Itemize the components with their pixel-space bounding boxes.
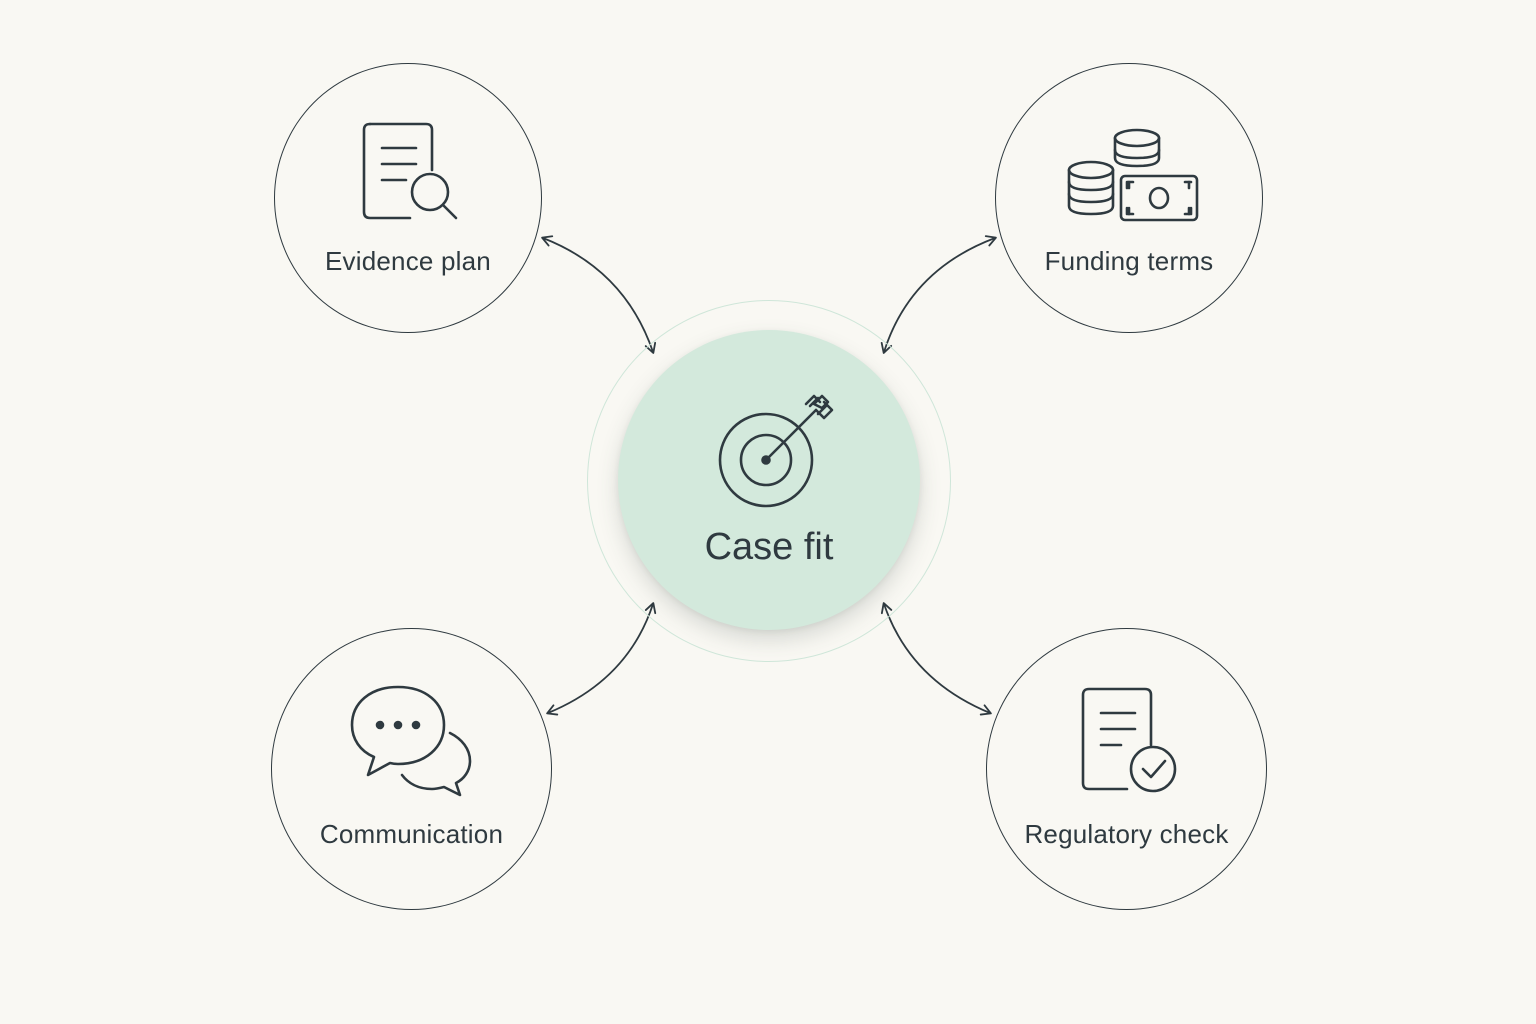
node-communication[interactable]: Communication <box>271 628 552 910</box>
document-check-icon <box>1081 687 1176 793</box>
connector-communication <box>546 602 657 716</box>
node-regulatory-check[interactable]: Regulatory check <box>986 628 1267 910</box>
node-label-evidence: Evidence plan <box>325 246 491 276</box>
coins-cash-icon <box>1067 128 1199 222</box>
center-halo-ring <box>587 300 951 662</box>
connector-evidence <box>541 235 657 354</box>
center-node-case-fit[interactable]: Case fit <box>618 330 920 630</box>
node-label-regulatory: Regulatory check <box>1024 819 1229 849</box>
target-arrow-icon <box>718 394 834 508</box>
node-label-communication: Communication <box>319 819 504 849</box>
document-search-icon <box>362 122 458 220</box>
node-label-funding: Funding terms <box>1044 246 1214 276</box>
node-funding-terms[interactable]: Funding terms <box>995 63 1263 333</box>
connector-regulatory <box>880 602 992 716</box>
node-evidence-plan[interactable]: Evidence plan <box>274 63 542 333</box>
connector-funding <box>880 235 997 354</box>
center-label: Case fit <box>704 526 834 568</box>
chat-bubbles-icon <box>350 685 471 797</box>
